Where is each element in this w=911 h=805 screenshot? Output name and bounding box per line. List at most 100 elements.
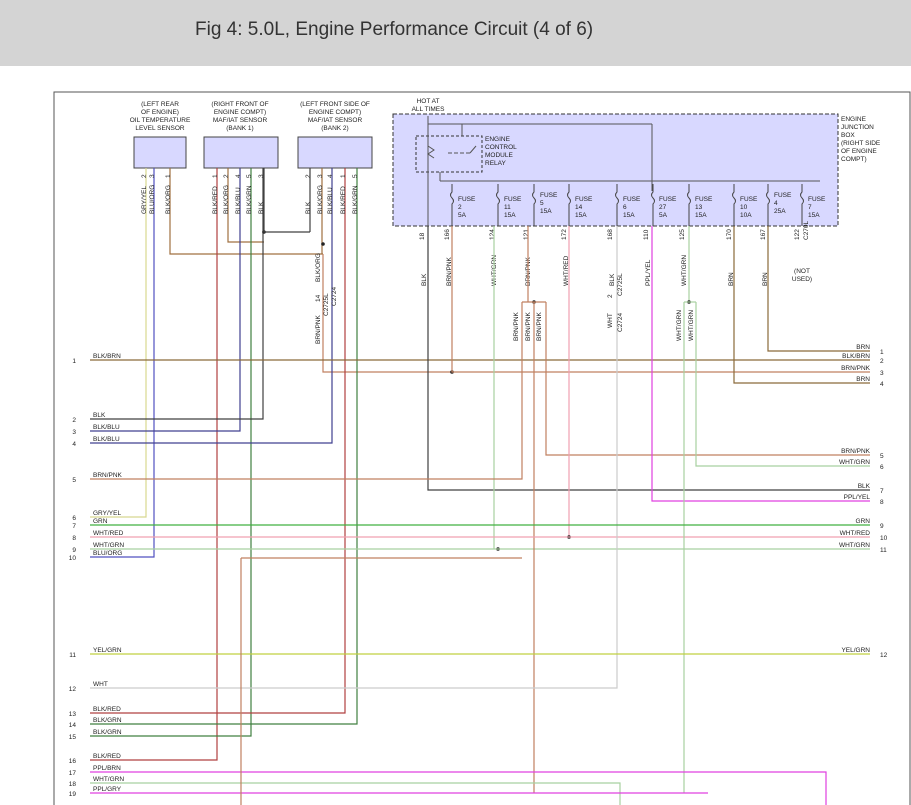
fuse-symbol (496, 184, 500, 212)
sensor-pin-number: 4 (235, 174, 242, 178)
wire (90, 168, 147, 518)
row-wire-label-left: PPL/BRN (93, 765, 121, 772)
fuse-label: FUSE (774, 192, 792, 199)
jb-pin-number: 170 (726, 229, 733, 240)
sensor-wire-label: BLK/ORG (317, 185, 324, 214)
row-number-right: 10 (880, 535, 888, 542)
wire (322, 254, 452, 373)
fuse-rating: 15A (575, 212, 587, 219)
row-number-right: 1 (880, 349, 884, 356)
row-wire-label-right: BLK/BRN (842, 353, 870, 360)
junction-box-label: ENGINE JUNCTION BOX (RIGHT SIDE OF ENGIN… (841, 116, 881, 163)
wire (90, 226, 618, 689)
row-wire-label-left: BLU/ORG (93, 550, 122, 557)
row-number-left: 11 (69, 652, 76, 659)
row-wire-label-left: GRY/YEL (93, 510, 121, 517)
row-wire-label-left: BLK/GRN (93, 717, 122, 724)
sensor-pin-number: 1 (340, 174, 347, 178)
svg-text:JUNCTION: JUNCTION (841, 124, 874, 131)
row-number-right: 5 (880, 453, 884, 460)
fuse-number: 5 (540, 200, 544, 207)
wire (90, 168, 333, 444)
sensor-pin-number: 2 (141, 174, 148, 178)
fuse-rating: 25A (774, 208, 786, 215)
row-wire-label-left: BLK/BRN (93, 353, 121, 360)
sensor-pin-number: 1 (212, 174, 219, 178)
row-wire-label-left: BLK/BLU (93, 436, 120, 443)
sensor-pin-number: 2 (223, 174, 230, 178)
jb-wire-label: BRN/PNK (446, 256, 453, 286)
maf1-sensor-box (203, 136, 279, 169)
row-wire-label-right: PPL/YEL (844, 494, 871, 501)
jb-pin-number: 124 (489, 229, 496, 240)
jb-pin-number: 168 (607, 229, 614, 240)
fuse-label: FUSE (808, 196, 826, 203)
fuse-rating: 5A (659, 212, 668, 219)
jb-wire-label: PPL/YEL (645, 259, 652, 286)
sensor-wire-label: BLU/ORG (149, 185, 156, 214)
fuse-rating: 15A (504, 212, 516, 219)
svg-text:BOX: BOX (841, 132, 855, 139)
row-number-right: 11 (880, 547, 887, 554)
svg-text:(BANK 2): (BANK 2) (321, 125, 348, 132)
svg-text:(LEFT REAR: (LEFT REAR (141, 101, 179, 108)
jb-pin-number: 18 (419, 232, 426, 240)
sensor-wire-label: BLK (258, 201, 265, 214)
svg-text:MAF/IAT SENSOR: MAF/IAT SENSOR (213, 117, 268, 124)
wire (651, 226, 870, 502)
row-number-left: 6 (72, 515, 76, 522)
wire (90, 168, 241, 432)
svg-text:LEVEL SENSOR: LEVEL SENSOR (135, 125, 185, 132)
svg-text:ALL TIMES: ALL TIMES (412, 106, 446, 113)
row-wire-label-left: BLK/BLU (93, 424, 120, 431)
svg-text:ENGINE COMPT): ENGINE COMPT) (309, 109, 361, 116)
jb-pin-number: 121 (523, 229, 530, 240)
ecm-relay-label: ENGINE CONTROL MODULE RELAY (485, 136, 517, 167)
row-number-right: 8 (880, 499, 884, 506)
row-number-left: 18 (69, 781, 77, 788)
wire (90, 302, 523, 480)
sensor-wire-label: BLK/GRN (246, 185, 253, 214)
fuse-symbol (615, 184, 619, 212)
splice-wire-label: WHT/GRN (688, 310, 695, 341)
row-number-left: 5 (72, 477, 76, 484)
row-number-left: 17 (69, 770, 77, 777)
sensor-pin-number: 5 (246, 174, 253, 178)
fuse-symbol (532, 184, 536, 212)
wire (767, 226, 870, 352)
maf1-sensor-label: (RIGHT FRONT OF ENGINE COMPT) MAF/IAT SE… (211, 101, 268, 132)
fuse-number: 13 (695, 204, 703, 211)
fuse-label: FUSE (695, 196, 713, 203)
jb-internal-bus (427, 116, 820, 226)
row-wire-label-left: WHT/GRN (93, 542, 124, 549)
fuse-symbol (687, 184, 691, 212)
row-wire-label-left: GRN (93, 518, 108, 525)
sensor-pin-number: 4 (327, 174, 334, 178)
connector-id: C2725L (323, 293, 330, 316)
oil-sensor-box (133, 136, 187, 169)
wire (90, 168, 358, 725)
jb-wire-label: WHT/RED (563, 255, 570, 286)
jb-pin-number: 167 (760, 229, 767, 240)
fuse-symbol (567, 184, 571, 212)
not-used-label-2: USED) (792, 276, 812, 283)
svg-text:OF ENGINE: OF ENGINE (841, 148, 877, 155)
wire (451, 226, 870, 373)
row-number-left: 3 (72, 429, 76, 436)
row-wire-label-right: BRN/PNK (841, 365, 871, 372)
row-number-left: 13 (69, 711, 77, 718)
junction-box (392, 113, 839, 227)
page-title: Fig 4: 5.0L, Engine Performance Circuit … (195, 19, 594, 40)
row-wire-label-left: BLK (93, 412, 106, 419)
connector-id: C2725L (617, 273, 624, 296)
row-number-left: 12 (69, 686, 77, 693)
wire (90, 168, 155, 558)
sensor-wire-label: BLK/RED (212, 186, 219, 214)
splice-wire-label: BRN/PNK (525, 311, 532, 341)
row-number-left: 19 (69, 791, 77, 798)
row-number-left: 14 (69, 722, 77, 729)
row-wire-label-left: YEL/GRN (93, 647, 122, 654)
connector-wire-label: BRN/PNK (315, 314, 322, 344)
svg-text:(BANK 1): (BANK 1) (226, 125, 253, 132)
svg-text:MODULE: MODULE (485, 152, 513, 159)
